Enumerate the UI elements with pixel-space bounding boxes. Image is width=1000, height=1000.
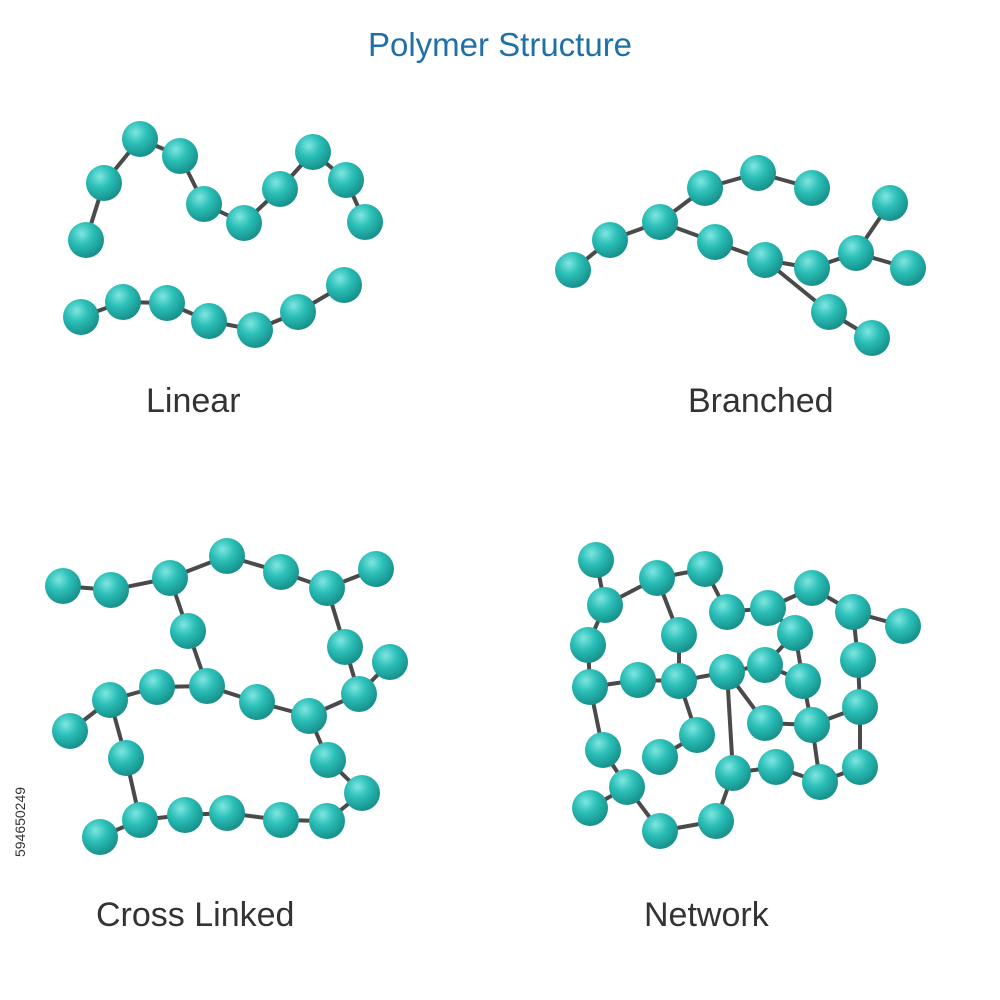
branched-monomer: [642, 204, 678, 240]
linear-monomer: [186, 186, 222, 222]
cross-linked-monomer: [310, 742, 346, 778]
network-monomer: [687, 551, 723, 587]
cross-linked-monomer: [45, 568, 81, 604]
network-monomer: [661, 663, 697, 699]
cross-linked-monomer: [139, 669, 175, 705]
cross-linked-monomer: [291, 698, 327, 734]
cross-linked-monomer: [372, 644, 408, 680]
branched-monomer: [854, 320, 890, 356]
linear-monomer: [295, 134, 331, 170]
branched-monomer: [592, 222, 628, 258]
linear-monomer: [326, 267, 362, 303]
cross-linked-monomer: [327, 629, 363, 665]
network-monomer: [585, 732, 621, 768]
network-label: Network: [644, 896, 769, 934]
cross-linked-monomer: [239, 684, 275, 720]
network-monomer: [758, 749, 794, 785]
branched-monomer: [890, 250, 926, 286]
cross-linked-monomer: [108, 740, 144, 776]
branched-label: Branched: [688, 382, 834, 420]
network-monomer: [835, 594, 871, 630]
branched-monomer: [687, 170, 723, 206]
branched-monomer: [811, 294, 847, 330]
linear-monomer: [280, 294, 316, 330]
network-monomer: [570, 627, 606, 663]
network-monomer: [609, 769, 645, 805]
branched-monomer: [794, 170, 830, 206]
linear-monomer: [347, 204, 383, 240]
cross-linked-monomer: [122, 802, 158, 838]
network-monomer: [620, 662, 656, 698]
branched-monomer: [747, 242, 783, 278]
network-monomer: [642, 813, 678, 849]
branched-monomer: [740, 155, 776, 191]
cross-linked-monomer: [92, 682, 128, 718]
cross-linked-monomer: [358, 551, 394, 587]
linear-monomer: [226, 205, 262, 241]
linear-monomer: [149, 285, 185, 321]
stock-id: 594650249: [12, 786, 28, 858]
network-monomer: [698, 803, 734, 839]
network-monomer: [747, 647, 783, 683]
cross-linked-monomer: [93, 572, 129, 608]
network-monomer: [842, 749, 878, 785]
cross-linked-monomer: [309, 803, 345, 839]
network-monomer: [679, 717, 715, 753]
linear-monomer: [68, 222, 104, 258]
network-monomer: [794, 707, 830, 743]
network-monomer: [572, 790, 608, 826]
network-monomer: [794, 570, 830, 606]
linear-monomer: [86, 165, 122, 201]
network-monomer: [840, 642, 876, 678]
network-monomer: [639, 560, 675, 596]
cross-linked-monomer: [189, 668, 225, 704]
cross-linked-monomer: [263, 802, 299, 838]
network-monomer: [802, 764, 838, 800]
cross-linked-monomer: [341, 676, 377, 712]
network-monomer: [642, 739, 678, 775]
cross-linked-label: Cross Linked: [96, 896, 295, 934]
network-monomer: [709, 594, 745, 630]
network-monomer: [572, 669, 608, 705]
cross-linked-monomer: [209, 538, 245, 574]
linear-monomer: [191, 303, 227, 339]
linear-monomer: [328, 162, 364, 198]
network-monomer: [661, 617, 697, 653]
linear-monomer: [237, 312, 273, 348]
linear-monomer: [162, 138, 198, 174]
network-monomer: [587, 587, 623, 623]
network-monomer: [885, 608, 921, 644]
cross-linked-monomer: [209, 795, 245, 831]
network-monomer: [578, 542, 614, 578]
network-monomer: [747, 705, 783, 741]
branched-monomer: [872, 185, 908, 221]
cross-linked-monomer: [263, 554, 299, 590]
cross-linked-monomer: [344, 775, 380, 811]
network-monomer: [750, 590, 786, 626]
network-monomer: [842, 689, 878, 725]
cross-linked-monomer: [82, 819, 118, 855]
branched-monomer: [794, 250, 830, 286]
branched-monomer: [838, 235, 874, 271]
linear-label: Linear: [146, 382, 241, 420]
cross-linked-monomer: [309, 570, 345, 606]
network-monomer: [785, 663, 821, 699]
network-monomer: [777, 615, 813, 651]
diagram-title: Polymer Structure: [367, 26, 633, 63]
network-monomer: [715, 755, 751, 791]
cross-linked-monomer: [52, 713, 88, 749]
linear-monomer: [105, 284, 141, 320]
cross-linked-monomer: [170, 613, 206, 649]
network-monomer: [709, 654, 745, 690]
linear-monomer: [262, 171, 298, 207]
linear-monomer: [122, 121, 158, 157]
cross-linked-monomer: [167, 797, 203, 833]
cross-linked-monomer: [152, 560, 188, 596]
linear-monomer: [63, 299, 99, 335]
branched-monomer: [555, 252, 591, 288]
branched-monomer: [697, 224, 733, 260]
